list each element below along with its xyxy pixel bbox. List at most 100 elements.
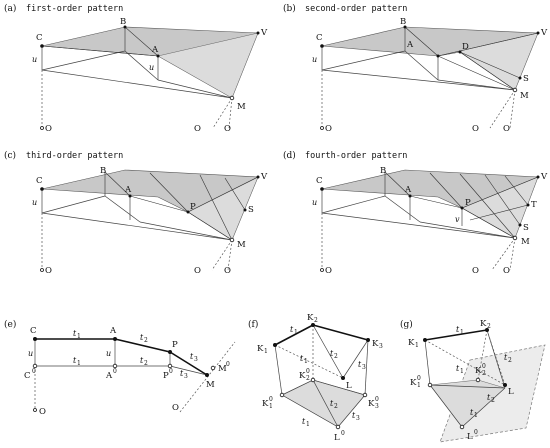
panel-c-label: C [36,176,43,186]
panel-b-label: O [325,124,332,134]
panel-d-label: C [316,176,323,186]
panel-f-point-l [341,376,345,380]
panel-d-label: A [404,185,412,195]
panel-a-surface-right [157,32,259,99]
panel-g-point-l [503,383,507,387]
panel-b-point-d [458,50,462,54]
panel-b-tag: (b) [283,3,296,14]
panel-e-label-t: t [180,369,184,378]
panel-f-point-k1 [273,343,277,347]
panel-f-vertical [274,344,283,396]
panel-g-label-t: t [487,393,491,402]
panel-g-sub: 1 [415,342,419,349]
panel-b-point-v [536,31,540,35]
panel-g-label-t: t [456,364,460,373]
panel-f-label-k: K [262,399,269,409]
panel-d-line [321,195,386,214]
panel-f-sub: 1 [304,358,308,365]
panel-d-title: fourth-order pattern [305,151,407,161]
panel-f-label-k: K [372,339,379,349]
panel-f-sup: 0 [375,396,379,403]
panel-g-vertical [486,329,506,389]
panel-g-dashed [424,339,506,386]
panel-a-point-v [256,31,260,35]
panel-e-label-t: t [190,352,194,361]
panel-g-point-k2 [485,328,489,332]
panel-e-label-t: t [73,329,77,338]
panel-f-sub: 3 [356,415,360,422]
panel-f-sub: 1 [306,421,310,428]
panel-e-sup: 0 [113,368,117,375]
panel-f-point-k2-0 [310,377,316,383]
panel-f-label-k: K [257,344,264,354]
panel-e-base-t3 [169,365,208,376]
panel-f-sub: 1 [269,403,273,410]
panel-e-sub: 1 [77,360,81,367]
panel-b-point-a [436,54,440,58]
panel-g-edge [461,387,506,428]
panel-b-line [404,50,439,81]
panel-c-label: V [260,172,268,182]
panel-b-dashed [489,89,516,129]
panel-a-line [41,69,233,99]
panel-d-dashed [491,237,516,271]
panel-f-sub: 1 [264,348,268,355]
panel-g-link-t1 [424,329,488,341]
panel-f-edge [312,379,366,396]
panel-c-crease [199,174,233,241]
panel-f-label-t: t [358,360,362,369]
panel-b-label: B [400,17,406,27]
panel-f-label-t: t [352,411,356,420]
panel-e-sup: 0 [169,368,173,375]
panel-f-edge [337,394,366,428]
panel-a-point-c [40,44,44,48]
panel-e-tag: (e) [4,319,16,330]
panel-e-link-t2 [114,338,171,353]
panel-a-label: u [32,55,37,64]
panel-d-label: O [472,266,479,276]
panel-e-sup: 0 [32,368,36,375]
panel-a-label: O [45,124,52,134]
panel-c-crease [104,171,131,197]
panel-a-dashed [212,97,233,129]
panel-f-sup: 0 [341,430,345,437]
panel-b-label: M [520,91,529,101]
panel-c-title: third-order pattern [26,151,123,161]
panel-b-label: S [523,74,529,84]
panel-g-label-k: K [410,378,417,388]
panel-a-label: O [194,124,201,134]
panel-d-crease [484,174,521,226]
panel-c-label: M [237,240,246,250]
panel-c-crease [224,177,246,211]
panel-f-link-t1 [274,324,314,346]
panel-d-point-p [460,206,464,210]
panel-f-dashed [274,344,344,379]
panel-g-label-t: t [456,325,460,334]
panel-a-tag: (a) [4,3,16,14]
panel-g-tag: (g) [400,319,413,330]
panel-a-line [124,50,159,81]
panel-a: (a) first-order pattern B C A V u u M O … [4,3,268,134]
panel-e-point-a0 [112,363,118,369]
panel-a-title: first-order pattern [26,4,123,14]
panel-g-edge [429,384,506,389]
panel-e-label-p0: P [163,371,169,381]
panel-e: (e) C A P M C 0 A 0 P 0 M 0 [4,319,236,417]
panel-c-line [104,195,141,223]
panel-b-label: O [472,124,479,134]
panel-f-sub: 1 [294,329,298,336]
panel-b-label: A [406,40,414,50]
panel-f: (f) K 1 K 2 K 3 L K 1 0 K 2 0 K [248,313,383,443]
panel-b: (b) second-order pattern B C A D V u S [283,3,548,134]
panel-f-label-l: L [334,433,340,443]
panel-e-label-a0: A [105,371,113,381]
panel-b-point-c [320,44,324,48]
panel-g-sub: 1 [417,382,421,389]
panel-d-tag: (d) [283,150,296,161]
panel-b-line [321,50,406,71]
panel-g-edge [429,384,463,428]
panel-f-label-t: t [300,354,304,363]
panel-g-dashed [486,329,506,386]
panel-d-line [384,195,421,223]
panel-g-label-l: L [467,432,473,442]
